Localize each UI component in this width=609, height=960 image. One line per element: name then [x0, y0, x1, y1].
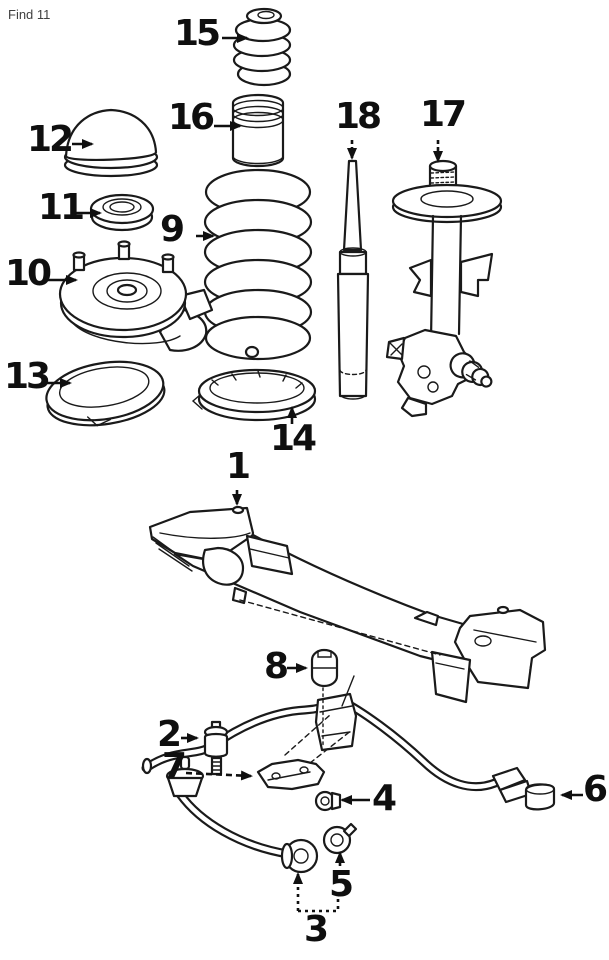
callout-label-14[interactable]: 14: [270, 418, 317, 459]
callout-label-18[interactable]: 18: [335, 96, 382, 137]
callout-7-arrow: [185, 770, 253, 781]
callout-label-17[interactable]: 17: [420, 94, 467, 135]
tension-rod-drawing: [165, 755, 319, 874]
callout-label-15[interactable]: 15: [174, 13, 221, 54]
arm-end-bushing-drawing: [524, 783, 556, 811]
callout-label-12[interactable]: 12: [27, 119, 74, 160]
find-instruction: Find 11: [8, 7, 51, 22]
ring-nut-drawing: [89, 193, 155, 232]
strut-bumper-drawing: [232, 7, 292, 87]
callout-label-11[interactable]: 11: [38, 187, 85, 228]
callout-label-13[interactable]: 13: [4, 356, 51, 397]
coil-spring-drawing: [203, 168, 313, 361]
strut-shaft-drawing: [336, 159, 370, 400]
bracket-plate-drawing: [256, 714, 353, 791]
pivot-bushing-drawing: [314, 790, 342, 812]
callout-label-8[interactable]: 8: [264, 646, 289, 687]
stabilizer-link-drawing: [203, 720, 229, 776]
crossmember-drawing: [148, 505, 547, 704]
spring-pad-drawing: [45, 360, 166, 427]
callout-label-2[interactable]: 2: [157, 714, 182, 755]
callout-label-1[interactable]: 1: [226, 446, 251, 487]
stabilizer-bar-drawing: [141, 675, 556, 811]
callout-label-5[interactable]: 5: [329, 864, 354, 905]
callout-label-9[interactable]: 9: [160, 209, 185, 250]
strut-housing-drawing: [385, 159, 503, 418]
stabilizer-bushing-drawing: [310, 648, 339, 688]
callout-arrows: [47, 33, 583, 913]
callout-label-10[interactable]: 10: [5, 253, 52, 294]
arm-bushing-drawing: [322, 822, 358, 855]
callout-label-4[interactable]: 4: [372, 778, 397, 819]
spring-seat-drawing: [191, 368, 317, 422]
callout-label-7[interactable]: 7: [162, 746, 187, 787]
callout-label-16[interactable]: 16: [168, 97, 215, 138]
callout-label-6[interactable]: 6: [583, 769, 608, 810]
dust-boot-drawing: [231, 93, 285, 168]
strut-mount-drawing: [58, 240, 214, 352]
dome-cap-drawing: [63, 108, 159, 178]
callout-label-3[interactable]: 3: [304, 909, 329, 950]
